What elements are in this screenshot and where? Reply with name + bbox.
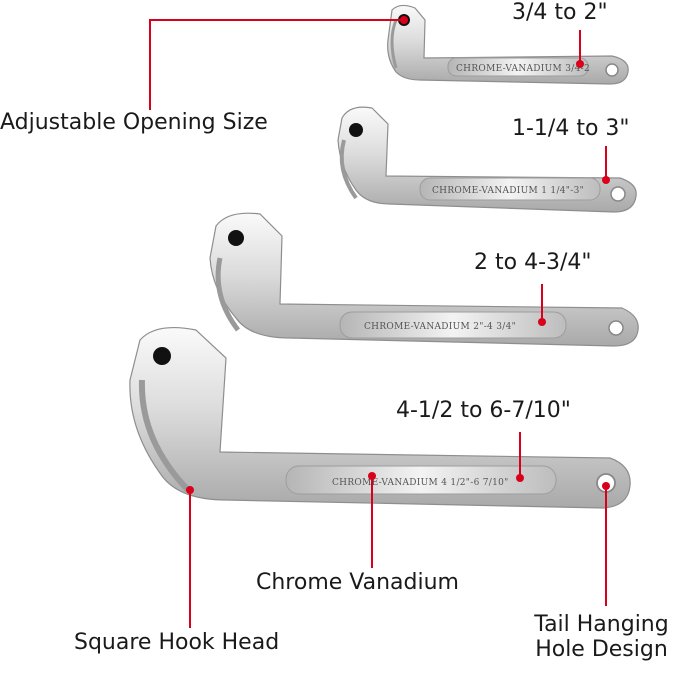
callouts [149,19,607,628]
etch-brand-xlarge: CHROME-VANADIUM 4 1/2"-6 7/10" [332,478,509,488]
size-label-xlarge: 4-1/2 to 6-7/10" [396,398,571,423]
etch-panel-xlarge [285,465,557,495]
feature-label-hook: Square Hook Head [74,630,280,655]
pivot-pin-medium [349,123,363,137]
wrench-small: CHROME-VANADIUM 3/4-2 [387,4,629,85]
pivot-pin-xlarge [153,347,171,365]
hanging-hole-medium [610,186,626,202]
wrench-xlarge: CHROME-VANADIUM 4 1/2"-6 7/10" [129,327,631,509]
feature-label-chrome: Chrome Vanadium [256,570,459,595]
callout-dots [186,16,610,494]
etch-panel-large [339,311,567,339]
hanging-hole-small [605,63,619,77]
callout-adjustable [149,19,404,110]
feature-label-adjustable: Adjustable Opening Size [0,110,268,135]
size-label-small: 3/4 to 2" [512,0,608,25]
size-label-large: 2 to 4-3/4" [474,250,592,275]
etch-brand-medium: CHROME-VANADIUM 1 1/4"-3" [432,186,584,196]
etch-panel-small [447,57,589,77]
feature-label-tail-line2: Hole Design [535,637,668,663]
feature-label-tail-line1: Tail Hanging [534,612,669,637]
etch-panel-medium [419,177,601,201]
size-label-medium: 1-1/4 to 3" [512,116,630,141]
hanging-hole-large [608,320,624,336]
feature-label-tail: Tail Hanging Hole Design [524,612,679,663]
pivot-pin-large [228,230,244,246]
etch-brand-large: CHROME-VANADIUM 2"-4 3/4" [364,322,516,332]
wrench-medium: CHROME-VANADIUM 1 1/4"-3" [337,106,637,213]
etch-brand-small: CHROME-VANADIUM 3/4-2 [456,64,590,74]
wrench-large: CHROME-VANADIUM 2"-4 3/4" [209,212,639,347]
